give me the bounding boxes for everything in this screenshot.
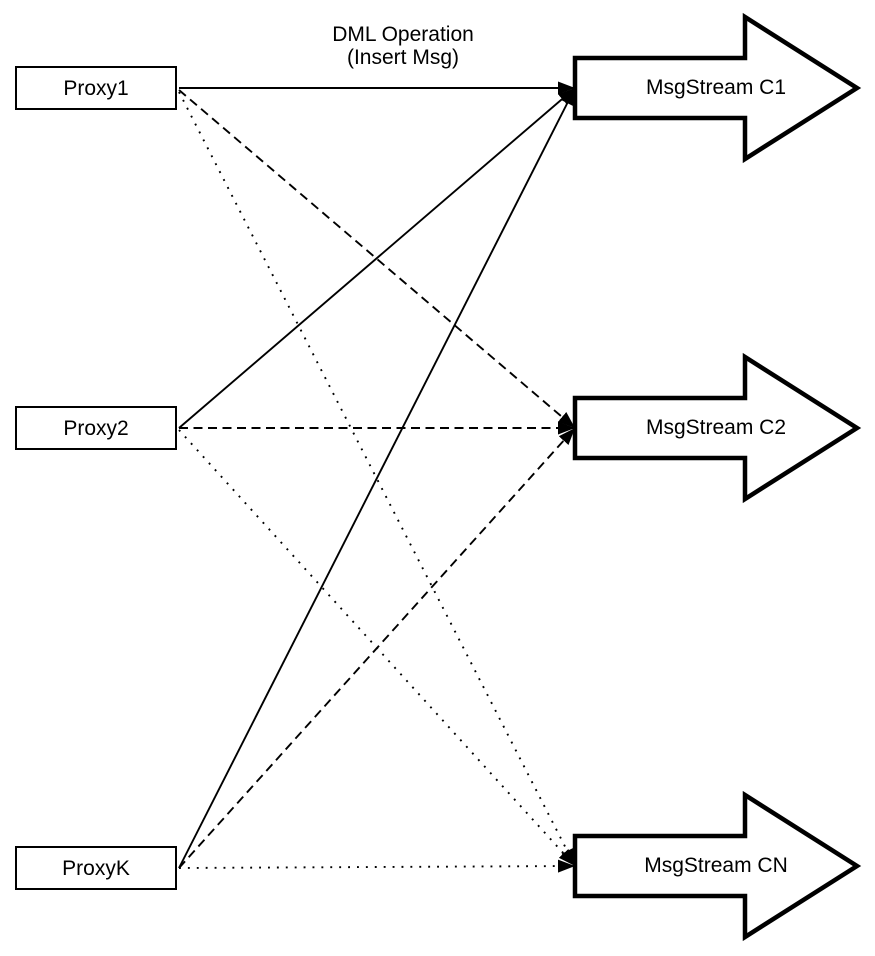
edge-proxy2-to-c1 [178, 87, 576, 429]
proxy2-label: Proxy2 [63, 416, 129, 440]
edge-proxyk-to-cn [178, 859, 576, 873]
diagram-title-line1: DML Operation [332, 23, 474, 46]
edge-proxyk-to-c1 [178, 87, 576, 869]
proxyk-label: ProxyK [62, 856, 130, 880]
msgstream-c2-arrow [572, 352, 862, 504]
msgstream-c1-arrow [572, 12, 862, 164]
proxy1-node: Proxy1 [15, 66, 177, 110]
diagram-title-line2: (Insert Msg) [346, 46, 459, 69]
edge-proxy2-to-cn [178, 429, 576, 867]
proxy2-node: Proxy2 [15, 406, 177, 450]
diagram-title: DML Operation (Insert Msg) [332, 23, 474, 69]
proxyk-node: ProxyK [15, 846, 177, 890]
msgstream-cn-arrow [572, 790, 862, 942]
proxy1-label: Proxy1 [63, 76, 129, 100]
